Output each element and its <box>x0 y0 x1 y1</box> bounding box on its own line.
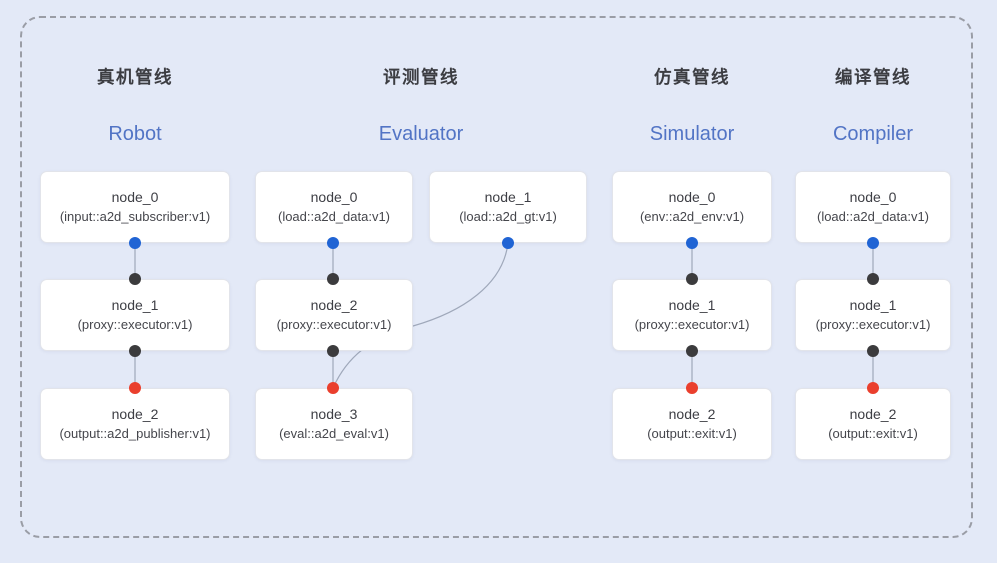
node-simulator-2: node_2 (output::exit:v1) <box>612 388 772 460</box>
pipeline-title-en-evaluator: Evaluator <box>378 123 464 145</box>
node-subtitle: (env::a2d_env:v1) <box>639 209 745 225</box>
node-subtitle: (proxy::executor:v1) <box>276 317 392 333</box>
pipeline-title-zh-simulator: 仿真管线 <box>654 67 730 87</box>
node-simulator-0: node_0 (env::a2d_env:v1) <box>612 171 772 243</box>
node-title: node_2 <box>111 406 159 423</box>
pipeline-title-en-robot: Robot <box>108 123 162 145</box>
node-subtitle: (load::a2d_data:v1) <box>277 209 391 225</box>
node-title: node_0 <box>310 189 358 206</box>
node-subtitle: (output::a2d_publisher:v1) <box>59 426 211 442</box>
node-title: node_0 <box>668 189 716 206</box>
node-subtitle: (output::exit:v1) <box>647 426 737 442</box>
node-subtitle: (output::exit:v1) <box>828 426 918 442</box>
node-title: node_0 <box>849 189 897 206</box>
pipeline-title-zh-evaluator: 评测管线 <box>383 67 459 87</box>
node-title: node_1 <box>484 189 532 206</box>
pipeline-title-zh-compiler: 编译管线 <box>835 67 911 87</box>
node-compiler-2: node_2 (output::exit:v1) <box>795 388 951 460</box>
node-title: node_1 <box>668 297 716 314</box>
node-title: node_3 <box>310 406 358 423</box>
pipeline-title-en-compiler: Compiler <box>832 123 914 145</box>
node-evaluator-1: node_1 (load::a2d_gt:v1) <box>429 171 587 243</box>
node-subtitle: (load::a2d_data:v1) <box>816 209 930 225</box>
node-robot-0: node_0 (input::a2d_subscriber:v1) <box>40 171 230 243</box>
node-robot-1: node_1 (proxy::executor:v1) <box>40 279 230 351</box>
node-robot-2: node_2 (output::a2d_publisher:v1) <box>40 388 230 460</box>
node-title: node_2 <box>668 406 716 423</box>
pipeline-title-en-simulator: Simulator <box>649 123 735 145</box>
node-subtitle: (proxy::executor:v1) <box>815 317 931 333</box>
node-subtitle: (load::a2d_gt:v1) <box>459 209 557 225</box>
node-title: node_2 <box>310 297 358 314</box>
node-subtitle: (input::a2d_subscriber:v1) <box>59 209 211 225</box>
node-subtitle: (eval::a2d_eval:v1) <box>279 426 389 442</box>
node-subtitle: (proxy::executor:v1) <box>634 317 750 333</box>
node-title: node_2 <box>849 406 897 423</box>
node-subtitle: (proxy::executor:v1) <box>77 317 193 333</box>
node-compiler-0: node_0 (load::a2d_data:v1) <box>795 171 951 243</box>
pipeline-title-zh-robot: 真机管线 <box>97 67 173 87</box>
node-title: node_0 <box>111 189 159 206</box>
node-compiler-1: node_1 (proxy::executor:v1) <box>795 279 951 351</box>
node-evaluator-3: node_3 (eval::a2d_eval:v1) <box>255 388 413 460</box>
node-title: node_1 <box>849 297 897 314</box>
node-simulator-1: node_1 (proxy::executor:v1) <box>612 279 772 351</box>
node-evaluator-2: node_2 (proxy::executor:v1) <box>255 279 413 351</box>
node-evaluator-0: node_0 (load::a2d_data:v1) <box>255 171 413 243</box>
dashed-border-frame <box>20 16 973 538</box>
node-title: node_1 <box>111 297 159 314</box>
